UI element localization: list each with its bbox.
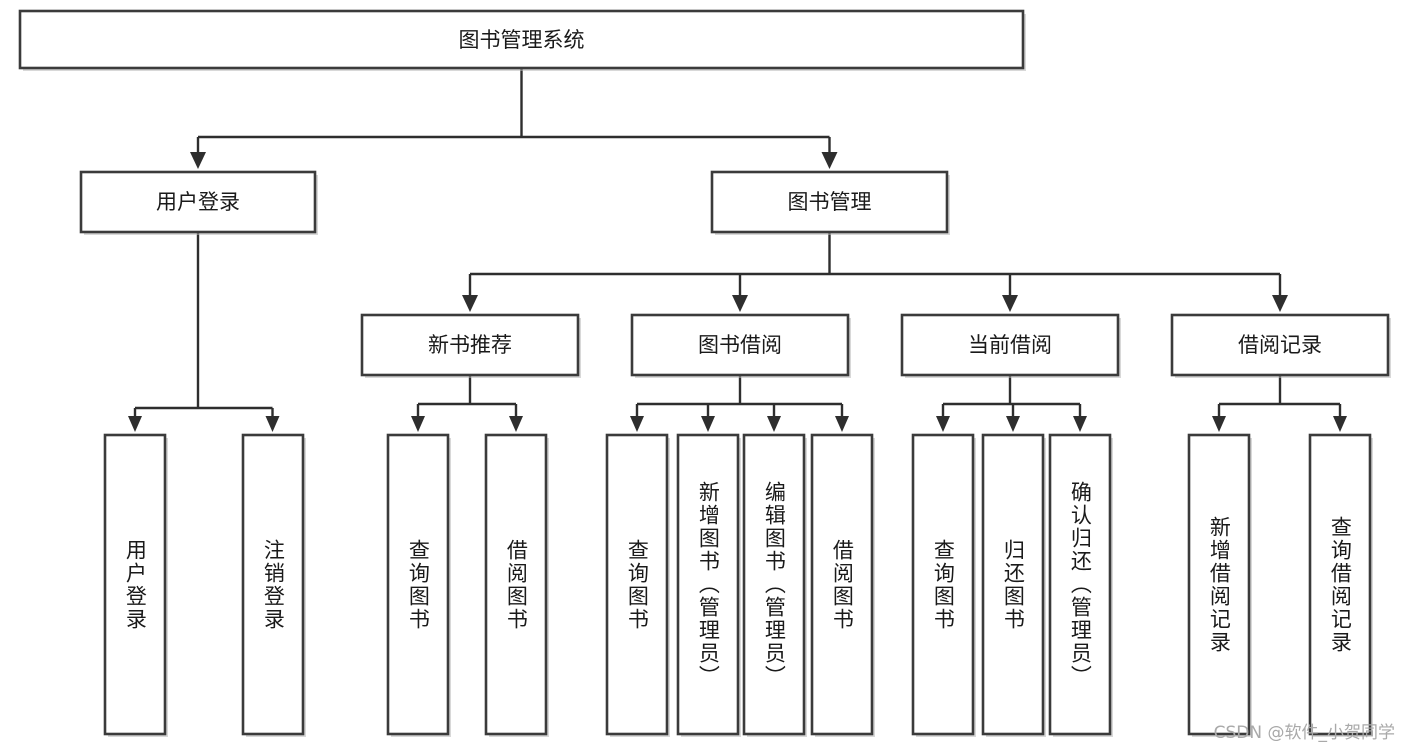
connector-group-borrow-record (1212, 375, 1347, 432)
arrowhead-leaf-logout (265, 416, 280, 432)
leaf-box-logout[interactable] (241, 433, 305, 736)
arrowhead-leaf-return-book (1006, 416, 1020, 432)
connector-group-user-login (128, 232, 280, 432)
leaf-box-add-record[interactable] (1187, 433, 1251, 736)
node-label-new-book-rec: 新书推荐 (428, 333, 512, 357)
node-box-new-book-rec[interactable] (360, 313, 580, 377)
leaf-box-query-book-cur[interactable] (911, 433, 975, 736)
node-box-borrow-record[interactable] (1170, 313, 1390, 377)
arrowhead-book-manage (821, 152, 838, 169)
leaf-box-query-book-rec[interactable] (386, 433, 450, 736)
node-label-book-manage: 图书管理 (788, 190, 872, 214)
leaf-box-user-login[interactable] (103, 433, 167, 736)
node-box-book-manage[interactable] (710, 170, 949, 234)
node-box-book-borrow[interactable] (630, 313, 850, 377)
arrowhead-leaf-add-book (701, 416, 715, 432)
leaf-box-query-book-borrow[interactable] (605, 433, 669, 736)
arrowhead-leaf-query-book-cur (936, 416, 950, 432)
node-label-book-borrow: 图书借阅 (698, 333, 782, 357)
arrowhead-leaf-query-book-borrow (630, 416, 644, 432)
arrowhead-leaf-confirm-return (1073, 416, 1087, 432)
leaf-box-confirm-return[interactable] (1048, 433, 1112, 736)
connector-group-new-book-rec (411, 375, 523, 432)
node-label-current-borrow: 当前借阅 (968, 333, 1052, 357)
root-node-box[interactable] (18, 9, 1025, 70)
arrowhead-leaf-borrow-book (835, 416, 849, 432)
arrowhead-leaf-user-login (128, 416, 142, 432)
arrowhead-leaf-borrow-book-rec (509, 416, 523, 432)
connector-group-book-borrow (630, 375, 849, 432)
leaf-box-query-record[interactable] (1308, 433, 1372, 736)
arrowhead-leaf-query-record (1333, 416, 1347, 432)
arrowhead-user-login (190, 152, 206, 169)
connector-group-book-manage (462, 232, 1288, 312)
connector-group-root (190, 68, 838, 169)
arrowhead-current-borrow (1002, 295, 1018, 312)
arrowhead-leaf-edit-book (767, 416, 781, 432)
node-box-user-login[interactable] (79, 170, 317, 234)
arrowhead-leaf-query-book-rec (411, 416, 425, 432)
leaf-box-add-book[interactable] (676, 433, 740, 736)
connector-group-current-borrow (936, 375, 1087, 432)
node-box-current-borrow[interactable] (900, 313, 1120, 377)
leaf-box-return-book[interactable] (981, 433, 1045, 736)
csdn-watermark: CSDN @软件_小贺同学 (1213, 723, 1395, 743)
leaf-box-borrow-book[interactable] (810, 433, 874, 736)
node-label-user-login: 用户登录 (156, 190, 240, 214)
leaf-box-edit-book[interactable] (742, 433, 806, 736)
arrowhead-leaf-add-record (1212, 416, 1226, 432)
node-label-borrow-record: 借阅记录 (1238, 333, 1322, 357)
leaf-box-borrow-book-rec[interactable] (484, 433, 548, 736)
root-node-label: 图书管理系统 (459, 28, 585, 52)
arrowhead-book-borrow (732, 295, 748, 312)
arrowhead-new-book-rec (462, 295, 478, 312)
arrowhead-borrow-record (1272, 295, 1288, 312)
